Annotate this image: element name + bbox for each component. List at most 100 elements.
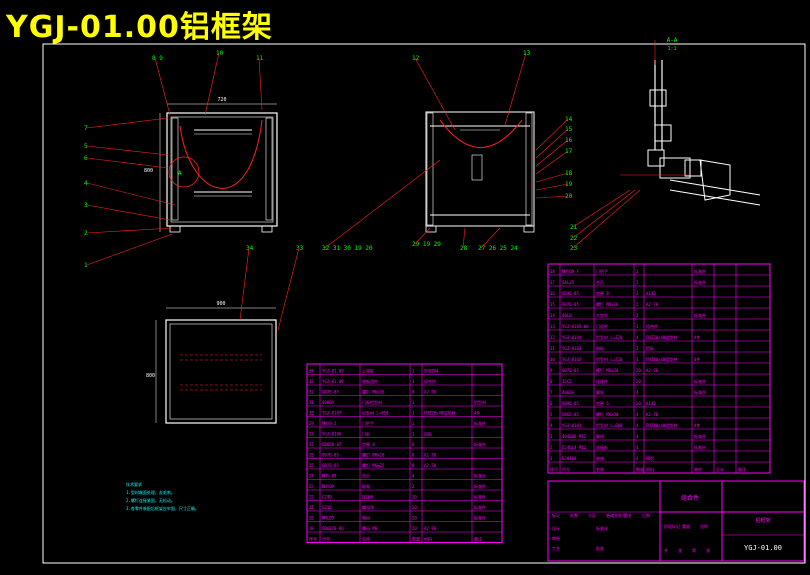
- bom-right-table-cell: 1: [636, 324, 639, 329]
- bom-left-table-cell: 1: [412, 411, 415, 416]
- balloon-front-left-4-leader: [86, 204, 171, 221]
- bom-right-table-cell: 标准件: [694, 312, 706, 318]
- title-row-label: 分区: [588, 512, 596, 518]
- title-role: 工艺: [552, 546, 560, 551]
- bom-right-table-cell: 连接板: [596, 444, 608, 450]
- title-row-label: 更改文件号: [606, 512, 626, 518]
- plan-view: 900 800: [146, 301, 277, 424]
- bom-right-table-cell: GB70-85: [562, 368, 579, 373]
- bom-right-table-cell: 4: [636, 335, 639, 340]
- bom-right-table-cell: MHY09-Y: [562, 269, 579, 274]
- bom-right-table-cell: 2: [636, 291, 639, 296]
- bom-left-table-cell: 25: [309, 463, 314, 468]
- bom-left-table-cell: 合页: [362, 473, 370, 479]
- bom-right-table-header-cell: 材料: [646, 466, 654, 472]
- bom-right-table-cell: 16CZ: [562, 379, 572, 384]
- bom-left-table-cell: GB70-85: [322, 453, 339, 458]
- plan-width-dim: 900: [216, 301, 225, 307]
- title-row-label: 处数: [570, 512, 578, 518]
- bom-left-table-cell: NHL05: [322, 516, 335, 521]
- bom-left-table-cell: 铝型材: [474, 399, 486, 405]
- side-foot: [523, 225, 535, 233]
- bom-right-table-cell: 13: [550, 324, 555, 329]
- bom-right-table-cell: 合页: [596, 279, 604, 285]
- bom-left-table-cell: 8: [412, 463, 415, 468]
- bom-right-table-cell: GB65-85: [562, 412, 579, 417]
- bom-left-table-cell: 8: [412, 390, 415, 395]
- plan-height-dim: 800: [146, 373, 155, 379]
- bom-left-table-cell: 标准件: [474, 515, 486, 521]
- bom-right-table-cell: YGJ-0103: [562, 346, 582, 351]
- balloon-front-left-4: 3: [84, 202, 88, 209]
- bom-right-table-cell: 铝型材 L=800: [596, 422, 623, 428]
- bom-left-table-cell: GB70-85: [322, 390, 339, 395]
- title-row-label: 日期: [642, 512, 650, 518]
- title-stage-label: 阶段标记: [664, 523, 680, 529]
- bom-left-table-cell: 4080A: [322, 400, 335, 405]
- bom-right-table-cell: 4: [636, 456, 639, 461]
- bom-left-table-cell: 20: [412, 516, 417, 521]
- side-frame-outline: [425, 111, 535, 227]
- bom-left-table-header-cell: 序号: [309, 536, 317, 542]
- bom-right-table-cell: 4: [636, 412, 639, 417]
- bom-left-table-cell: 铝板: [424, 431, 432, 437]
- front-height-dim: 800: [144, 168, 153, 174]
- balloon-side-right-2-leader: [535, 139, 569, 167]
- side-view: [425, 111, 535, 233]
- bom-left-table-cell: 标准件: [474, 420, 486, 426]
- balloon-side-bottom-0-leader: [414, 227, 431, 245]
- bom-right-table-cell: 4: [636, 423, 639, 428]
- bom-right-table-cell: 脚轮: [596, 389, 604, 395]
- balloon-side-right-0-leader: [535, 118, 569, 151]
- balloon-front-top-2-leader: [258, 57, 263, 111]
- bom-right-table-cell: GB96-85: [562, 291, 579, 296]
- bom-left-table-cell: GB6170-86: [322, 526, 344, 531]
- front-post: [265, 117, 273, 221]
- bom-left-table-header-cell: 数量: [412, 536, 420, 542]
- balloon-side-right-3: 17: [565, 148, 573, 155]
- bom-right-table-cell: 4060G: [562, 390, 575, 395]
- balloon-front-left-1: 5: [84, 143, 88, 150]
- balloon-side-top-0-leader: [414, 57, 456, 131]
- balloon-side-right-6-leader: [535, 195, 569, 199]
- bom-left-table-cell: 磁吸: [362, 483, 370, 489]
- bom-left-table-cell: 19: [309, 526, 314, 531]
- bom-right-table-cell: 螺钉 M6x20: [596, 367, 619, 373]
- balloon-front-left-5-leader: [86, 227, 173, 234]
- title-role: 审核: [552, 535, 560, 541]
- front-foot: [261, 225, 273, 233]
- balloon-front-top-1: 10: [216, 50, 224, 57]
- balloon-mid-row-1: 33: [296, 245, 304, 252]
- bom-left-table-cell: 29: [309, 421, 314, 426]
- bom-right-table-cell: 螺钉 M6x30: [596, 411, 619, 417]
- bom-right-table-cell: YGJ-0104: [562, 335, 582, 340]
- bom-left-table-cell: 门板铝型材: [362, 399, 382, 405]
- bom-left-table-cell: 标准件: [474, 473, 486, 479]
- title-drawing-name: 铝框架: [755, 517, 770, 524]
- title-standardized: 标准化: [596, 525, 608, 531]
- balloon-front-left-1-leader: [86, 145, 169, 156]
- bom-left-table-cell: 标准件: [474, 494, 486, 500]
- plan-frame-inner: [169, 323, 273, 420]
- bom-left-table-cell: GB850-87: [322, 442, 342, 447]
- bom-left-table-cell: 垫圈 8: [362, 441, 375, 447]
- bom-left-table-header-cell: 材料: [424, 536, 432, 542]
- bom-right-table-cell: FHZ40x40铝型材: [646, 356, 677, 362]
- bom-left-table-header-cell: 名称: [362, 536, 370, 542]
- bom-left-table-cell: 1: [412, 432, 415, 437]
- bom-left-table-cell: 26: [309, 453, 314, 458]
- detail-housing: [699, 159, 731, 201]
- bom-right-table-cell: 门把手: [596, 268, 608, 274]
- bom-right-table-cell: 1: [550, 456, 553, 461]
- balloon-side-right-2: 16: [565, 137, 573, 144]
- bom-right-table-cell: 标准件: [694, 444, 706, 450]
- bom-left-table-cell: 标准件: [474, 483, 486, 489]
- sheet-border: [42, 43, 806, 564]
- bom-left-table-cell: YGJ-01.09: [322, 369, 344, 374]
- bom-right-table-cell: 4件: [694, 334, 700, 340]
- balloon-side-bottom-2: 27 26 25 24: [478, 245, 518, 252]
- detail-block: [659, 157, 691, 179]
- bom-right-table-cell: 14: [550, 313, 555, 318]
- balloon-front-left-0-leader: [86, 117, 169, 129]
